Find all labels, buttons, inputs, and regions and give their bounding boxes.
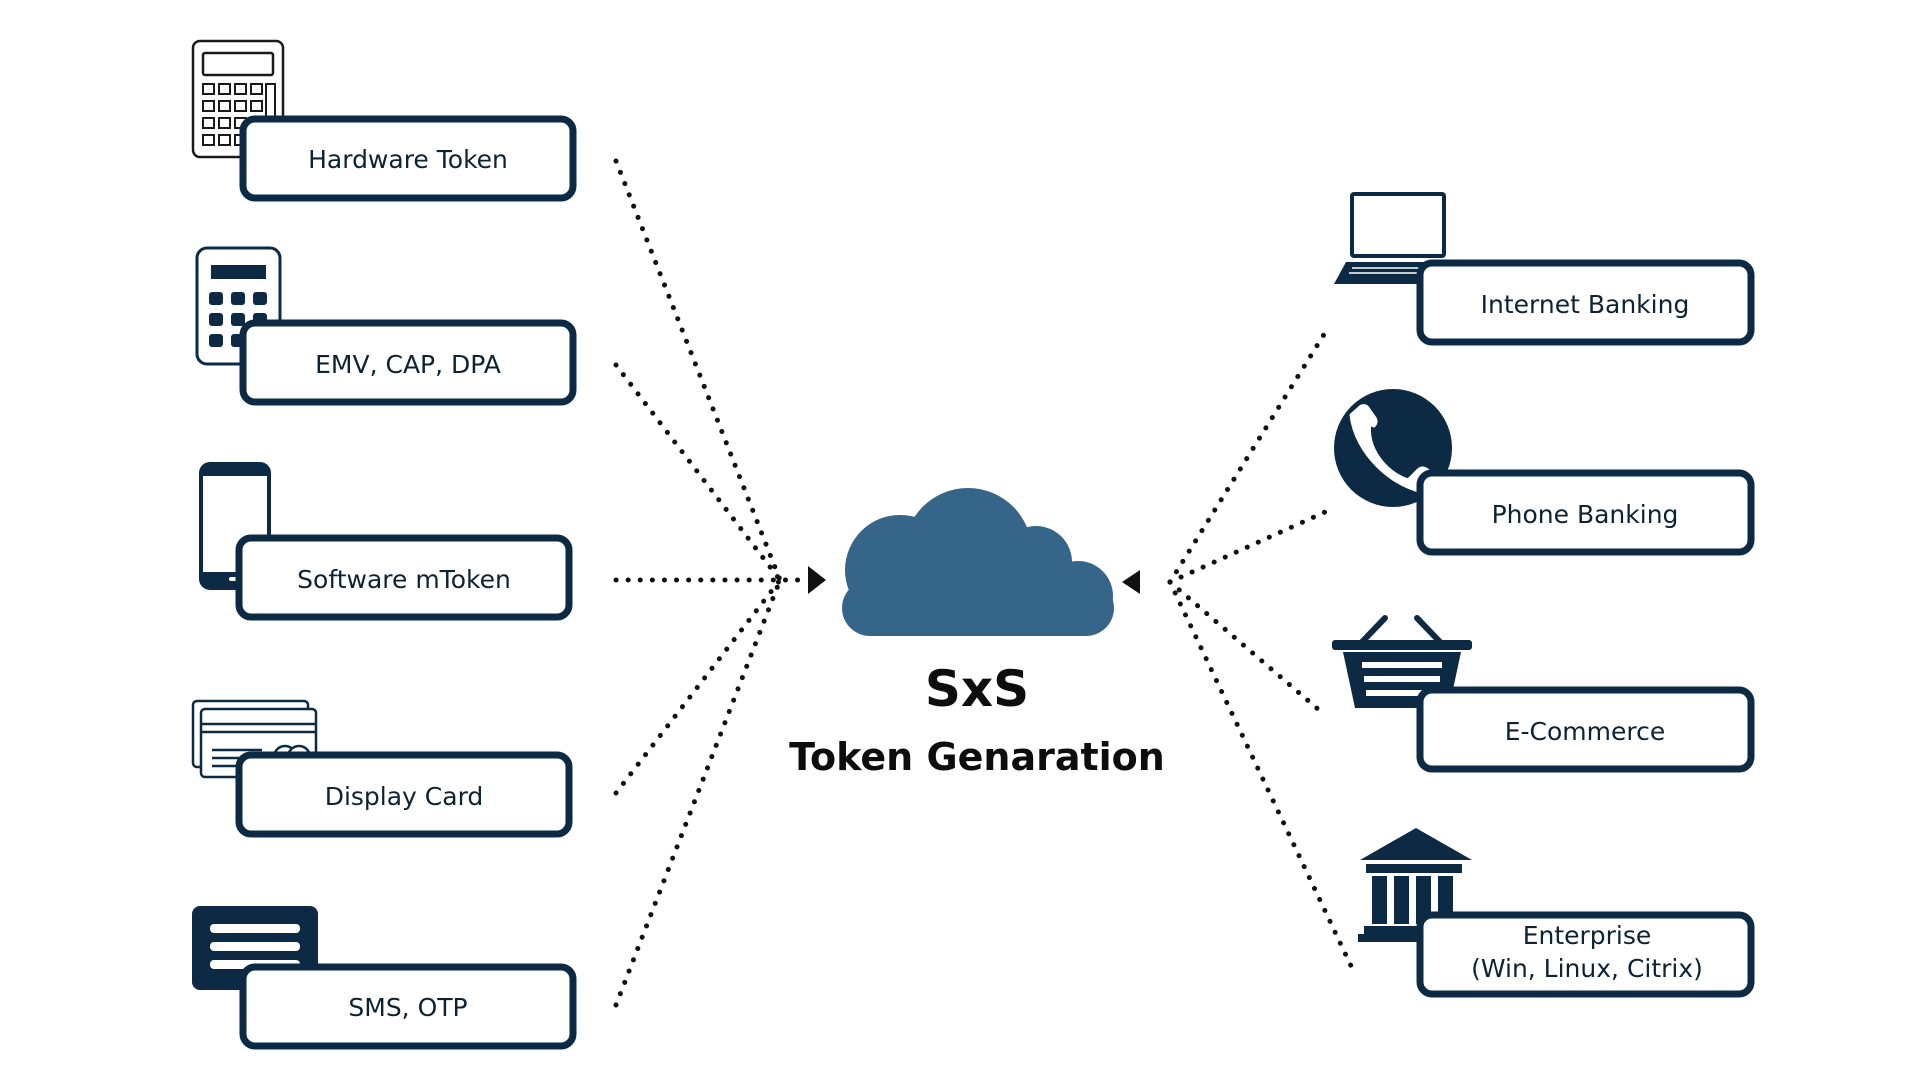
center-title: SxS <box>925 660 1029 718</box>
source-emv-cap-dpa: EMV, CAP, DPA <box>195 246 577 406</box>
source-hardware-token: Hardware Token <box>191 39 577 202</box>
source-label: Software mToken <box>297 565 511 594</box>
target-box <box>1416 911 1755 998</box>
right-connectors <box>1167 325 1355 971</box>
source-display-card: Display Card <box>191 699 573 838</box>
source-label: EMV, CAP, DPA <box>315 350 501 379</box>
source-box <box>239 115 577 202</box>
target-internet-banking: Internet Banking <box>1334 192 1755 346</box>
connector-display-card <box>613 577 783 796</box>
cloud-icon <box>842 488 1114 636</box>
connector-sms-otp <box>613 577 783 1008</box>
connector-e-commerce <box>1167 579 1329 719</box>
source-box <box>239 319 577 406</box>
connector-internet-banking <box>1167 325 1331 585</box>
connector-emv <box>613 362 783 583</box>
target-label: E-Commerce <box>1505 717 1666 746</box>
connector-hardware-token <box>613 158 783 583</box>
center-subtitle: Token Genaration <box>789 735 1165 779</box>
connector-phone-banking <box>1167 505 1337 585</box>
source-label: SMS, OTP <box>348 993 467 1022</box>
source-software-mtoken: Software mToken <box>199 462 573 621</box>
left-arrowhead <box>808 566 826 594</box>
source-box <box>239 963 577 1050</box>
target-label: Phone Banking <box>1492 500 1679 529</box>
source-box <box>235 534 573 621</box>
target-label: Internet Banking <box>1481 290 1690 319</box>
target-phone-banking: Phone Banking <box>1334 389 1755 556</box>
left-connectors <box>613 158 803 1008</box>
target-box <box>1416 469 1755 556</box>
bank-building-icon <box>1358 828 1472 942</box>
target-enterprise: Enterprise (Win, Linux, Citrix) <box>1358 828 1755 998</box>
source-label: Display Card <box>325 782 484 811</box>
source-label: Hardware Token <box>308 145 508 174</box>
right-arrowhead <box>1122 570 1140 594</box>
connector-enterprise <box>1167 579 1355 971</box>
target-label-line-1: Enterprise <box>1523 921 1652 950</box>
target-box <box>1416 686 1755 773</box>
target-box <box>1416 259 1755 346</box>
target-e-commerce: E-Commerce <box>1332 615 1755 773</box>
target-label-line-2: (Win, Linux, Citrix) <box>1471 954 1703 983</box>
source-box <box>235 751 573 838</box>
source-sms-otp: SMS, OTP <box>192 906 577 1050</box>
